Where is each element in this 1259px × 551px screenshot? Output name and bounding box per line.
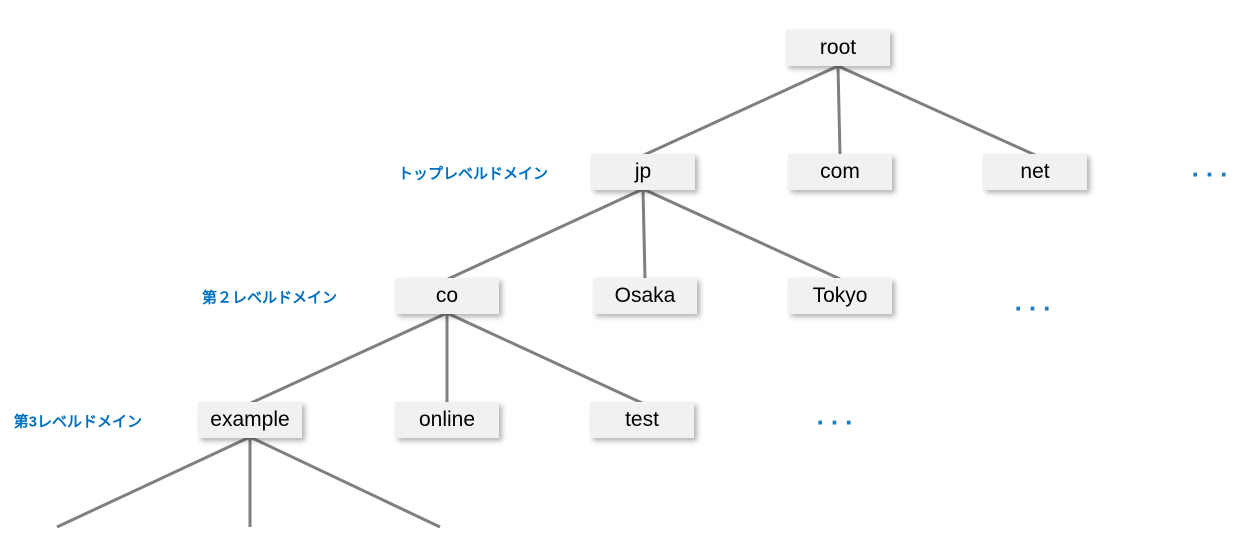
- node-net: net: [983, 154, 1087, 190]
- ellipsis-third-level: ...: [816, 400, 860, 431]
- node-root: root: [786, 30, 890, 66]
- node-osaka: Osaka: [593, 278, 697, 314]
- node-test: test: [590, 402, 694, 438]
- node-example: example: [198, 402, 302, 438]
- node-tokyo: Tokyo: [788, 278, 892, 314]
- node-jp: jp: [591, 154, 695, 190]
- ellipsis-second-level: ...: [1014, 286, 1058, 317]
- node-online: online: [395, 402, 499, 438]
- label-third-level-domain: 第3レベルドメイン: [13, 413, 142, 431]
- label-top-level-domain: トップレベルドメイン: [397, 165, 548, 183]
- ellipsis-top-level: ...: [1191, 152, 1235, 183]
- node-co: co: [395, 278, 499, 314]
- label-second-level-domain: 第２レベルドメイン: [201, 289, 337, 307]
- node-com: com: [788, 154, 892, 190]
